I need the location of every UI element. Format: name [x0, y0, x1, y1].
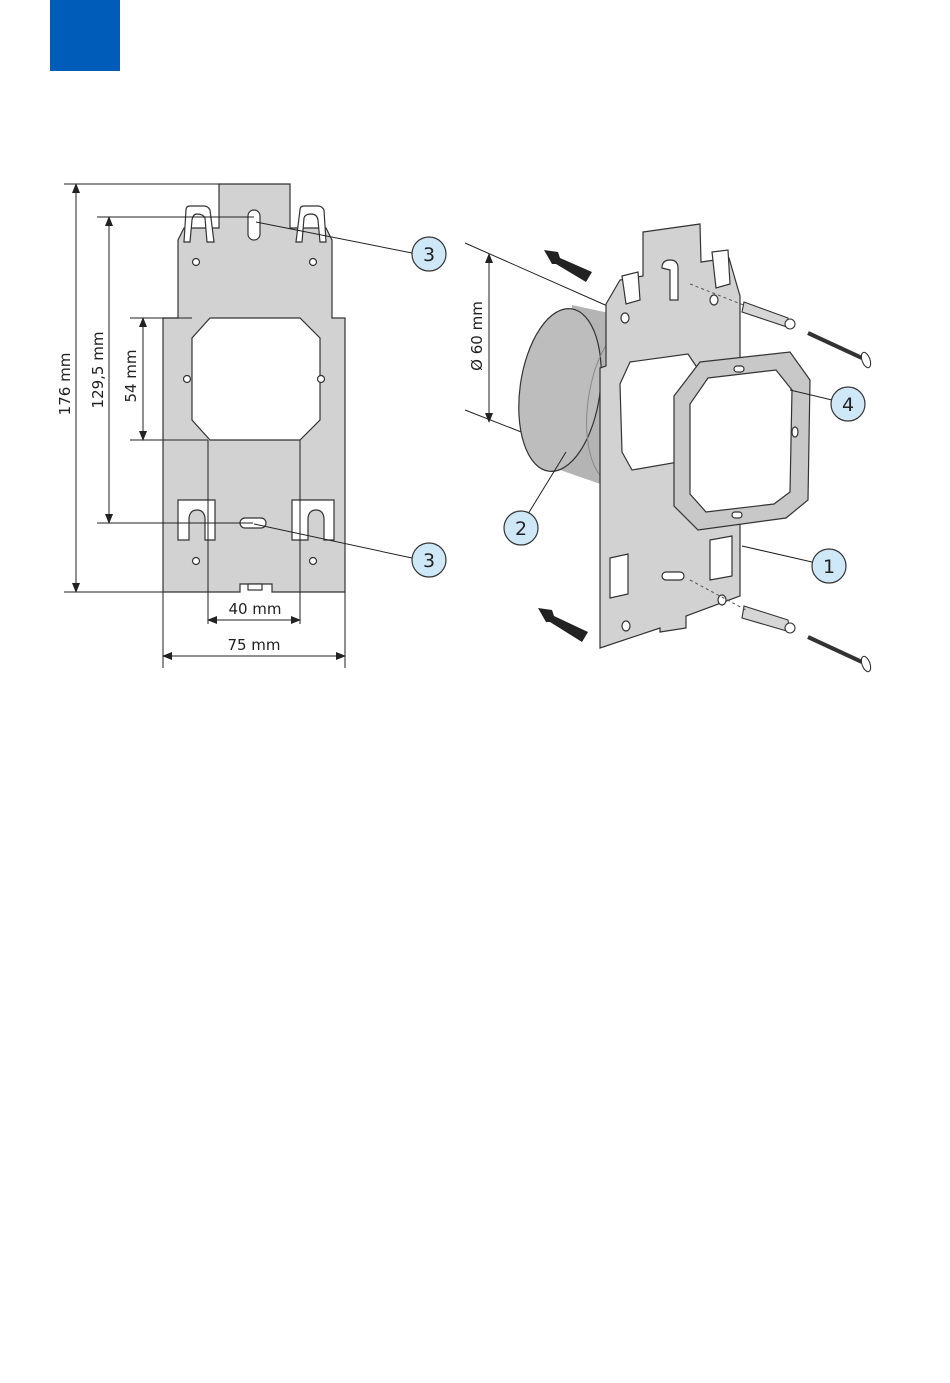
callout-1: 1: [812, 549, 846, 583]
svg-text:3: 3: [423, 244, 435, 266]
wall-plug-upper: [742, 302, 795, 329]
callout-4: 4: [831, 387, 865, 421]
dim-opening-height: 54 mm: [122, 349, 140, 402]
svg-text:2: 2: [515, 518, 527, 540]
callout-2: 2: [504, 511, 538, 545]
mounting-diagram: 176 mm 129,5 mm 54 mm 40 mm 75 mm 3 3 Ø …: [0, 0, 950, 720]
mounting-plate-front-view: [163, 184, 345, 592]
dim-box-diameter: Ø 60 mm: [468, 301, 486, 371]
dim-width-total: 75 mm: [227, 636, 280, 654]
dim-height-total: 176 mm: [56, 353, 74, 416]
callout-3-top: 3: [412, 237, 446, 271]
dim-height-holes: 129,5 mm: [89, 332, 107, 409]
svg-text:1: 1: [823, 556, 835, 578]
svg-text:4: 4: [842, 394, 854, 416]
arrow-left-up-icon: [544, 250, 592, 282]
dim-hole-spacing: 40 mm: [228, 600, 281, 618]
svg-text:3: 3: [423, 550, 435, 572]
screw-lower: [808, 637, 872, 673]
adapter-frame: [674, 352, 810, 530]
callout-3-bottom: 3: [412, 543, 446, 577]
screw-upper: [808, 333, 872, 369]
arrow-left-up-icon-lower: [538, 608, 588, 642]
wall-plug-lower: [742, 606, 795, 633]
